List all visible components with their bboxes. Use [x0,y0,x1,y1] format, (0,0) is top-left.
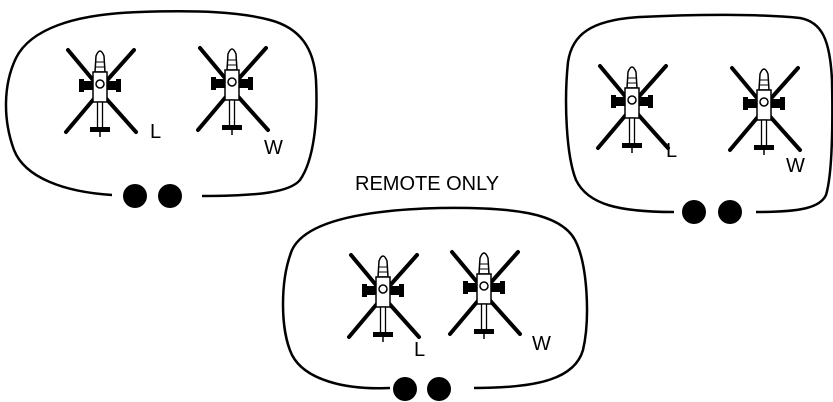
helicopter-icon [347,253,421,344]
helicopter-label: W [532,333,551,355]
filled-dot-icon [718,200,742,224]
filled-dot-icon [158,184,182,208]
filled-dot-icon [393,377,417,401]
station-group-1: L W [4,10,318,208]
filled-dot-icon [123,184,147,208]
caption-remote-only: REMOTE ONLY [355,173,499,195]
helicopter-label: W [786,155,805,177]
helicopter-icon [64,48,138,139]
group-outline [4,10,318,198]
filled-dot-icon [682,200,706,224]
filled-dot-icon [427,377,451,401]
station-group-3: L W [281,206,589,401]
helicopter-icon [596,64,670,155]
helicopter-icon [728,66,802,157]
group-outline [281,206,589,390]
helicopter-label: L [414,339,425,361]
helicopter-icon [448,250,522,341]
helicopter-label: W [264,137,283,159]
helicopter-label: L [150,121,161,143]
group-outline [564,13,833,214]
helicopter-label: L [666,140,677,162]
helicopter-icon [196,46,270,137]
station-group-2: L W [564,13,833,224]
